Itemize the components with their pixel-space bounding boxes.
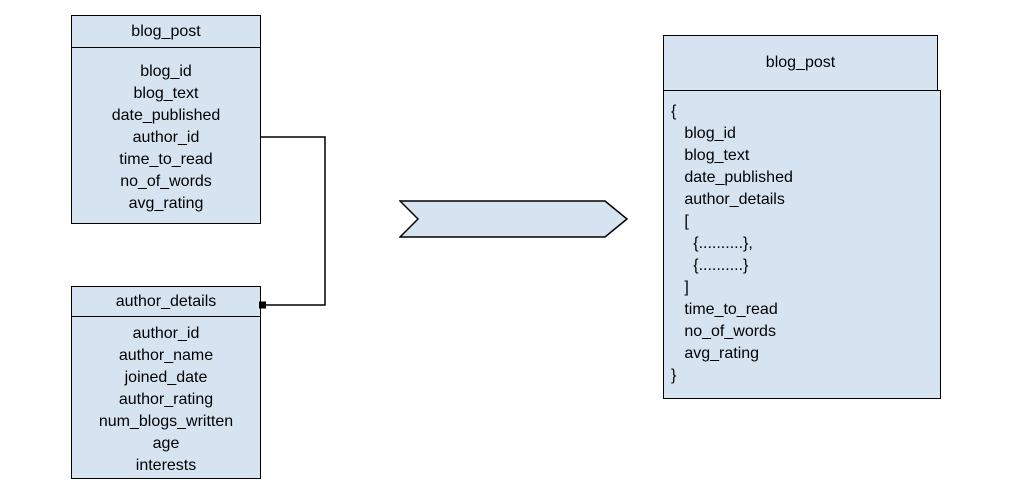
doc-line: }: [671, 367, 677, 384]
table-author-details-header: author_details: [71, 286, 261, 317]
field-row: interests: [135, 457, 197, 474]
field-row: author_id: [132, 325, 200, 342]
doc-line: date_published: [671, 169, 793, 186]
field-row: author_rating: [118, 391, 214, 408]
doc-line: author_details: [671, 191, 785, 208]
doc-line: avg_rating: [671, 345, 760, 362]
field-row: author_id: [132, 129, 200, 146]
table-author-details-body: author_id author_name joined_date author…: [71, 316, 261, 479]
field-row: blog_text: [133, 85, 199, 102]
field-row: num_blogs_written: [98, 413, 234, 430]
field-row: avg_rating: [128, 195, 204, 212]
document-blog-post-header: blog_post: [663, 35, 938, 91]
table-blog-post-header: blog_post: [71, 15, 261, 48]
doc-line: time_to_read: [671, 301, 778, 318]
table-author-details-title: author_details: [115, 292, 217, 310]
field-row: no_of_words: [120, 173, 212, 190]
transformation-arrow-icon: [399, 200, 629, 238]
field-row: blog_id: [140, 63, 192, 80]
doc-line: {: [671, 103, 677, 120]
field-row: time_to_read: [119, 151, 213, 168]
table-blog-post-body: blog_id blog_text date_published author_…: [71, 47, 261, 224]
field-row: author_name: [118, 347, 214, 364]
doc-line: blog_id: [671, 125, 736, 142]
doc-line: ]: [671, 279, 689, 296]
doc-line: {..........},: [671, 235, 753, 252]
table-blog-post-title: blog_post: [131, 22, 201, 40]
doc-line: {..........}: [671, 257, 749, 274]
field-row: joined_date: [124, 369, 208, 386]
document-blog-post-title: blog_post: [765, 54, 836, 71]
doc-line: [: [671, 213, 689, 230]
field-row: age: [152, 435, 180, 452]
field-row: date_published: [111, 107, 221, 124]
doc-line: blog_text: [671, 147, 750, 164]
document-blog-post-body: { blog_id blog_text date_published autho…: [663, 90, 941, 399]
doc-line: no_of_words: [671, 323, 776, 340]
